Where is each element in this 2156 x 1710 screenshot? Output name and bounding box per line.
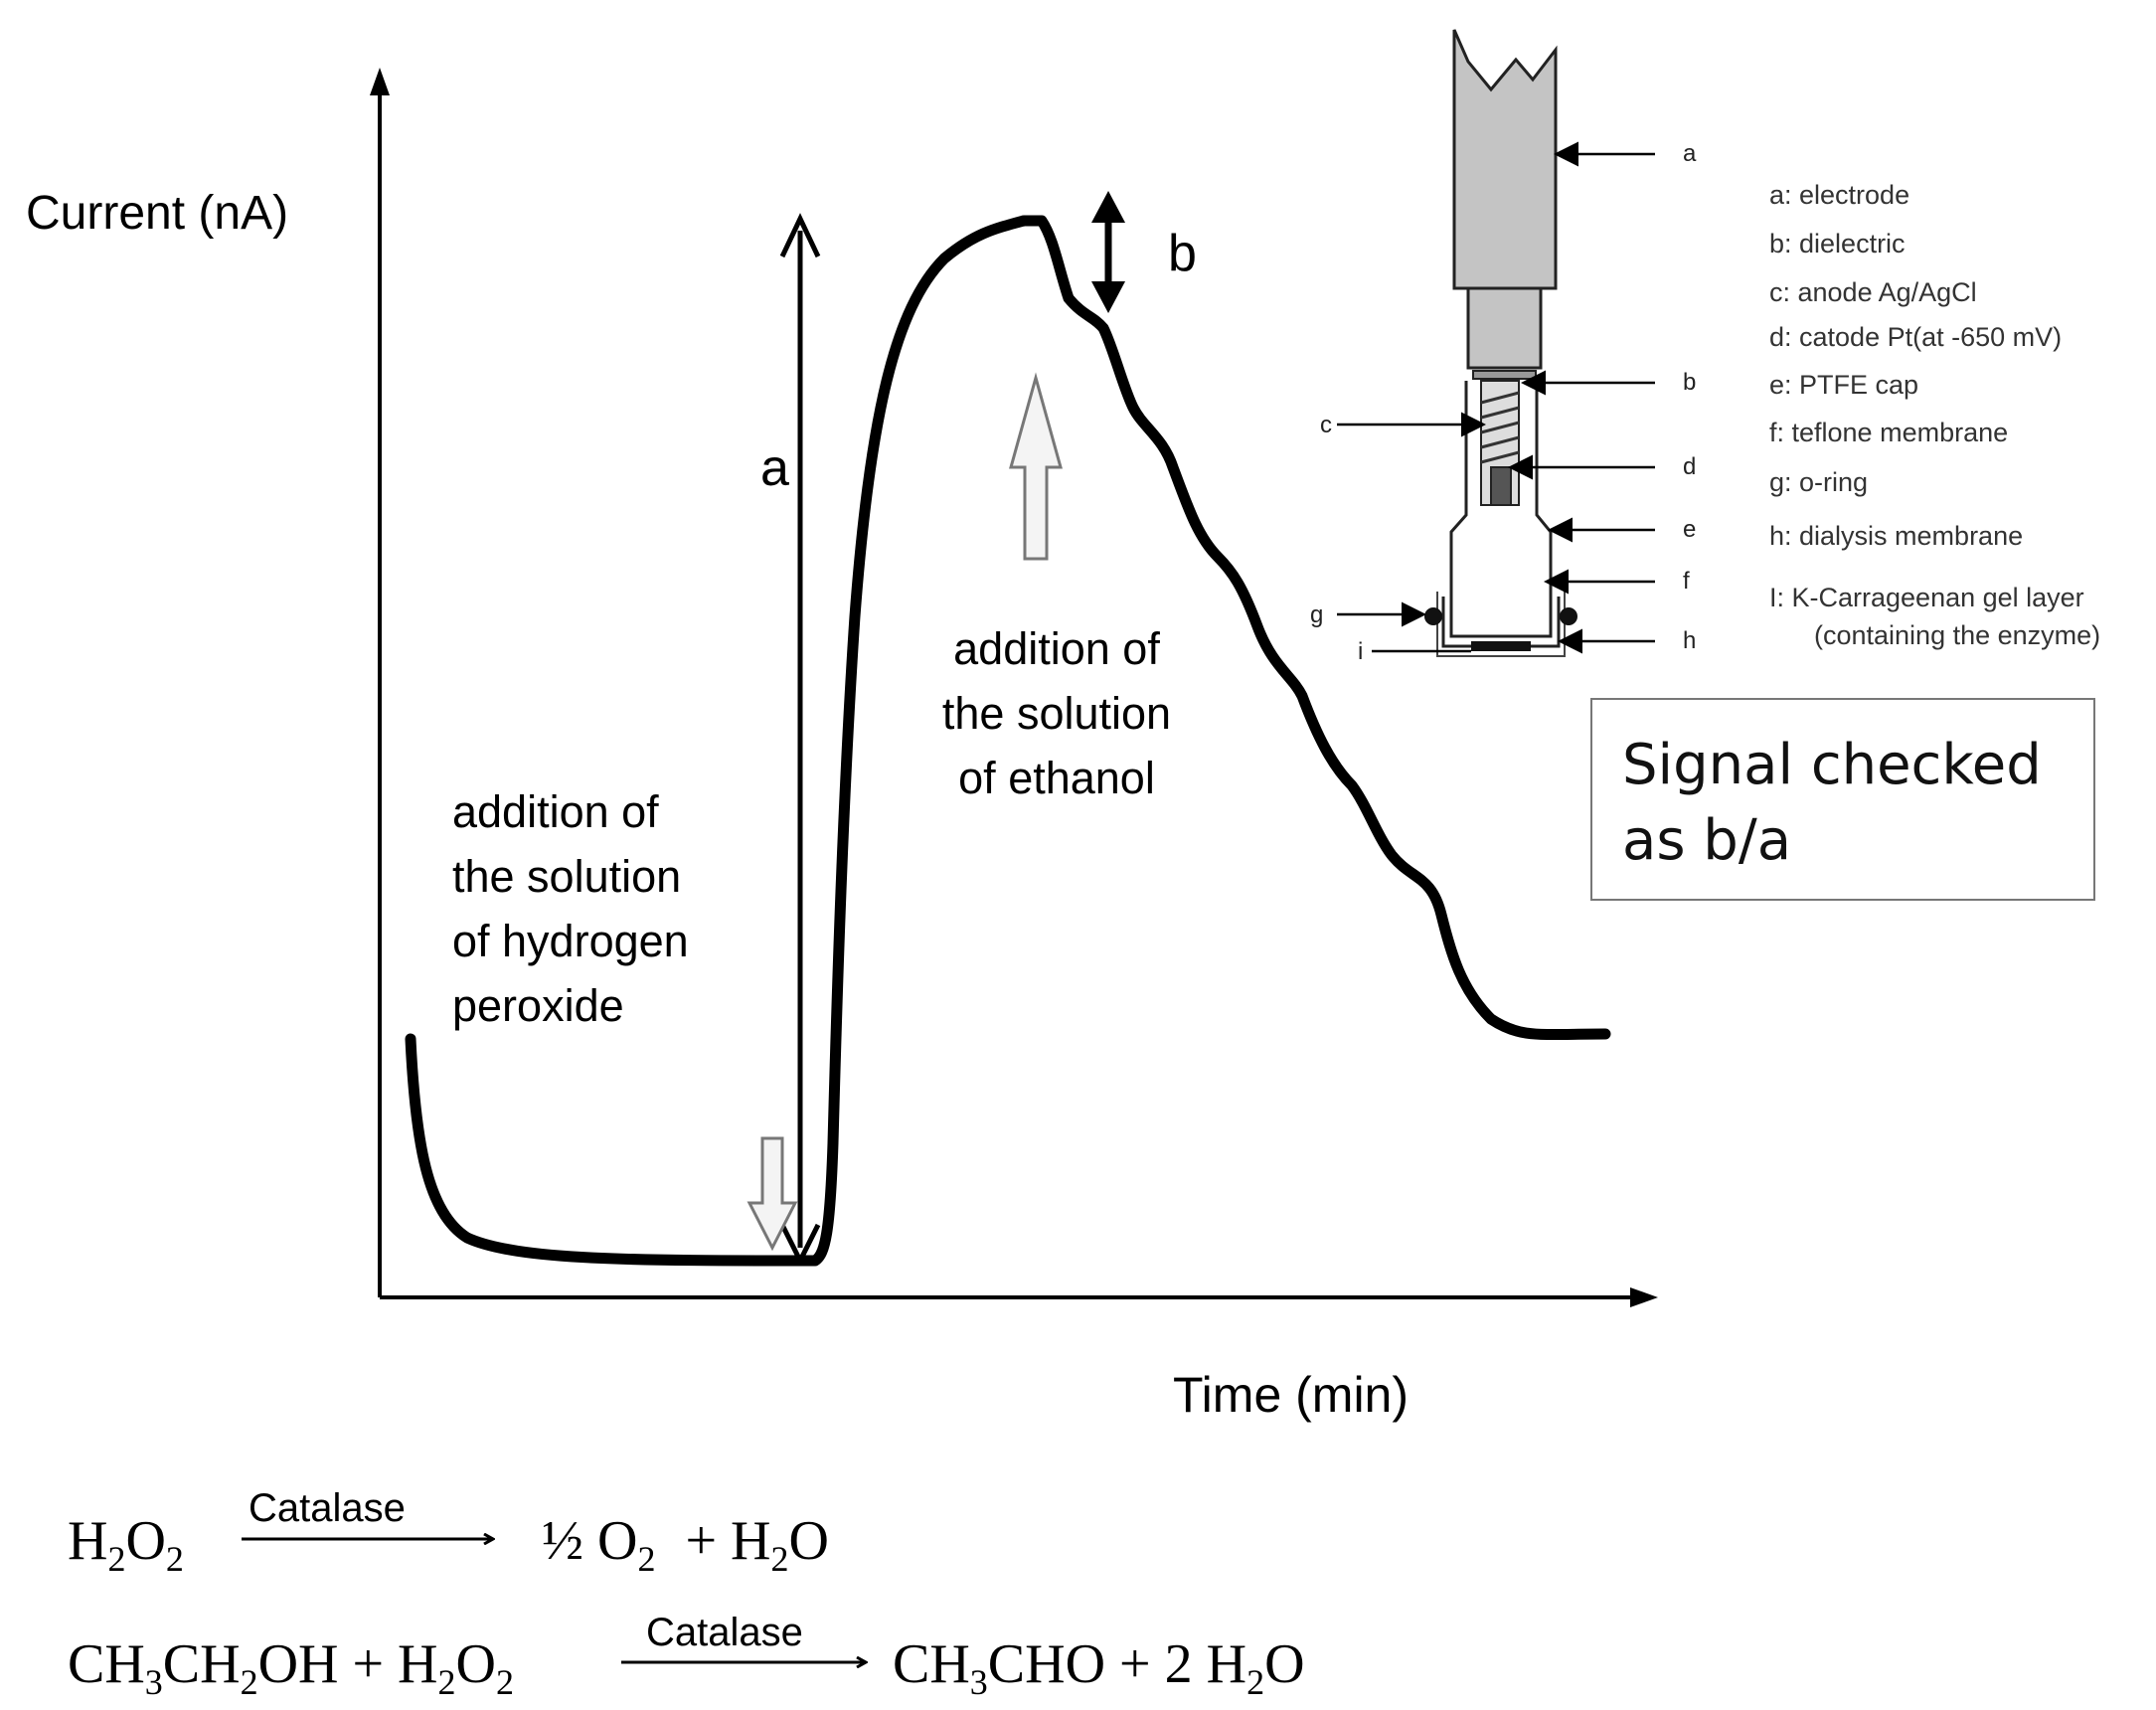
probe-collar	[1472, 370, 1537, 380]
h2o2-line-2: the solution	[452, 851, 681, 902]
arrow-a-top-head	[779, 213, 821, 258]
legend-item-ptfe-cap: e: PTFE cap	[1769, 370, 1918, 400]
legend-item-electrode: a: electrode	[1769, 180, 1909, 210]
eq2-lhs: CH3CH2OH + H2O2	[68, 1633, 514, 1702]
ethanol-line-3: of ethanol	[958, 753, 1155, 803]
equation-1: H2O2 Catalase ½ O2+ H2O	[68, 1486, 829, 1579]
ethanol-line-1: addition of	[953, 623, 1160, 674]
callout-d: d	[1683, 453, 1696, 480]
ethanol-line-2: the solution	[942, 688, 1171, 739]
y-axis-label: Current (nA)	[26, 187, 288, 240]
signal-note-box: Signal checked as b/a	[1590, 698, 2095, 901]
probe-cathode	[1490, 466, 1512, 506]
eq1-lhs: H2O2	[68, 1510, 184, 1579]
probe-o-ring-left	[1424, 607, 1442, 625]
arrow-b-top-head	[1091, 191, 1125, 223]
probe-legend: a: electrode b: dielectric c: anode Ag/A…	[1769, 180, 2100, 650]
legend-item-dialysis-membrane: h: dialysis membrane	[1769, 521, 2023, 551]
signal-note-line-2: as b/a	[1622, 808, 1792, 873]
probe-neck	[1466, 286, 1543, 370]
equation-2: CH3CH2OH + H2O2 Catalase CH3CHO + 2 H2O	[68, 1611, 1305, 1702]
arrow-a-label: a	[760, 439, 789, 497]
arrow-b-label: b	[1168, 225, 1197, 282]
y-axis-arrowhead	[370, 68, 390, 95]
callout-b: b	[1683, 369, 1696, 396]
legend-item-dielectric: b: dielectric	[1769, 229, 1906, 258]
legend-item-gel-layer-note: (containing the enzyme)	[1814, 620, 2100, 650]
callout-i: i	[1358, 638, 1363, 665]
callout-g: g	[1310, 601, 1323, 628]
legend-item-cathode: d: catode Pt(at -650 mV)	[1769, 322, 2062, 352]
arrow-b-bottom-head	[1091, 281, 1125, 313]
probe-coil-turns	[1480, 391, 1520, 464]
x-axis-arrowhead	[1630, 1287, 1658, 1307]
probe-ptfe-cap	[1449, 381, 1553, 638]
ethanol-addition-arrow-icon	[1009, 372, 1063, 561]
legend-item-gel-layer: I: K-Carrageenan gel layer	[1769, 583, 2084, 612]
h2o2-addition-text: addition of the solution of hydrogen per…	[452, 786, 689, 1031]
probe-schematic: a b c d e f g h i a: electrode b: dielec…	[1310, 29, 2100, 665]
h2o2-line-1: addition of	[452, 786, 659, 837]
eq1-catalyst: Catalase	[249, 1486, 406, 1530]
signal-note-line-1: Signal checked	[1622, 733, 2042, 797]
probe-gel-layer	[1471, 641, 1531, 651]
h2o2-line-4: peroxide	[452, 980, 624, 1031]
probe-dialysis-membrane	[1441, 597, 1561, 648]
eq2-catalyst: Catalase	[646, 1611, 803, 1654]
h2o2-line-3: of hydrogen	[452, 916, 689, 966]
x-axis-label: Time (min)	[1173, 1367, 1409, 1423]
callout-a: a	[1683, 140, 1697, 167]
ethanol-addition-text: addition of the solution of ethanol	[942, 623, 1171, 803]
eq2-rhs: CH3CHO + 2 H2O	[893, 1633, 1305, 1702]
probe-o-ring-right	[1560, 607, 1577, 625]
arrow-a-bottom-head	[779, 1223, 821, 1267]
callout-e: e	[1683, 516, 1696, 543]
legend-item-teflone-membrane: f: teflone membrane	[1769, 418, 2008, 447]
eq1-rhs: ½ O2+ H2O	[542, 1510, 829, 1579]
callout-c: c	[1320, 412, 1332, 438]
callout-f: f	[1683, 568, 1690, 595]
legend-item-anode: c: anode Ag/AgCl	[1769, 277, 1977, 307]
probe-electrode-body	[1452, 29, 1558, 290]
current-trace	[405, 215, 1611, 1267]
callout-h: h	[1683, 627, 1696, 654]
legend-item-o-ring: g: o-ring	[1769, 467, 1868, 497]
h2o2-addition-arrow-icon	[746, 1136, 798, 1252]
